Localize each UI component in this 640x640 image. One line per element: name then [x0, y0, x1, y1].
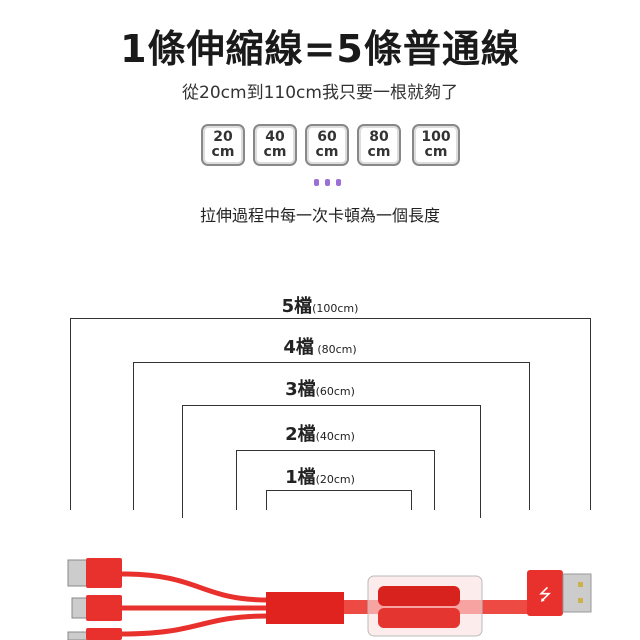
level-length: (100cm) — [312, 302, 359, 315]
level-length: (60cm) — [315, 385, 355, 398]
badge-unit: cm — [315, 144, 339, 160]
ellipsis-dot — [336, 179, 341, 186]
connector-heads — [86, 558, 122, 640]
level-name: 5檔 — [281, 296, 313, 317]
usb-icon: ⭍ — [538, 585, 551, 604]
level-name: 1檔 — [285, 467, 316, 488]
level-1-bracket — [266, 490, 412, 510]
usb-a-head — [527, 570, 563, 616]
level-1-label: 1檔(20cm) — [0, 463, 640, 489]
note-text: 拉伸過程中每一次卡頓為一個長度 — [199, 206, 440, 225]
badge-number: 100 — [421, 129, 451, 145]
badge-number: 80 — [369, 129, 389, 145]
level-2-bracket — [236, 450, 435, 510]
level-name: 3檔 — [285, 379, 316, 400]
reel — [378, 586, 460, 606]
splitter-sleeve — [266, 592, 344, 624]
badge-number: 40 — [265, 129, 285, 145]
level-3-label: 3檔(60cm) — [0, 375, 640, 401]
split-wires — [121, 571, 269, 637]
level-name: 2檔 — [285, 424, 316, 445]
ellipsis-dot — [325, 179, 330, 186]
badge-unit: cm — [367, 144, 391, 160]
ellipsis-dot — [314, 179, 319, 186]
headline: 1條伸縮線=5條普通線 — [120, 27, 520, 71]
level-length: (80cm) — [313, 343, 357, 356]
level-4-label: 4檔 (80cm) — [0, 333, 640, 359]
badge-unit: cm — [211, 144, 235, 160]
subtitle: 從20cm到110cm我只要一根就夠了 — [182, 83, 458, 103]
level-5-label: 5檔(100cm) — [0, 292, 640, 318]
level-length: (20cm) — [315, 473, 355, 486]
level-name: 4檔 — [283, 337, 314, 358]
badge-unit: cm — [263, 144, 287, 160]
usb-a-plug — [562, 573, 592, 613]
level-2-label: 2檔(40cm) — [0, 420, 640, 446]
badge-unit: cm — [424, 144, 448, 160]
badge-number: 20 — [213, 129, 233, 145]
level-3-bracket — [182, 405, 481, 518]
retractable-cable-image: ⭍ — [67, 558, 592, 640]
connector-tips — [67, 559, 89, 640]
level-length: (40cm) — [315, 430, 355, 443]
level-4-bracket — [133, 362, 530, 510]
badge-number: 60 — [317, 129, 337, 145]
level-5-bracket — [70, 318, 591, 510]
